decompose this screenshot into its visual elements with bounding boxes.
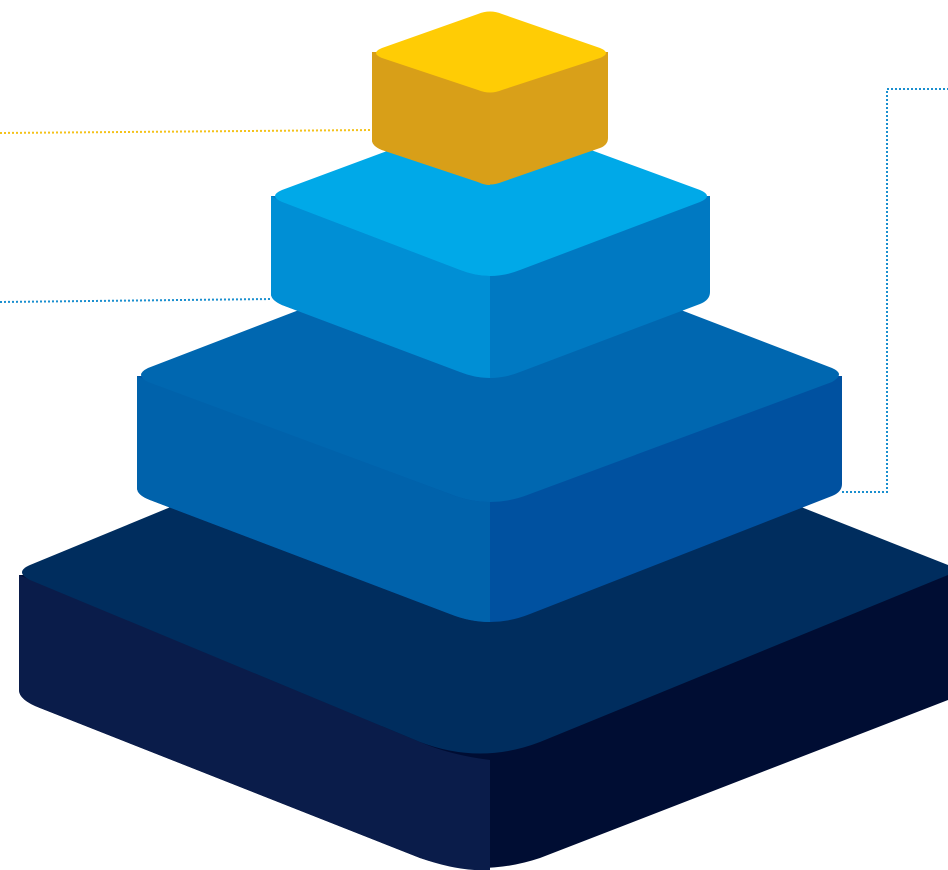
connector-line-top-tier — [0, 129, 373, 134]
connector-line-third-tier — [0, 298, 273, 303]
tier-4-top-face — [376, 11, 606, 93]
tier-3-top-face — [275, 118, 707, 276]
connector-line-second-tier — [842, 88, 948, 493]
pyramid-tier-4-top — [372, 11, 608, 185]
tier-4-left-face — [372, 52, 490, 185]
tier-2-left-face — [137, 376, 490, 622]
tier-1-left-face — [19, 575, 490, 870]
tier-3-left-face — [271, 196, 490, 378]
pyramid-tier-3 — [271, 118, 710, 378]
